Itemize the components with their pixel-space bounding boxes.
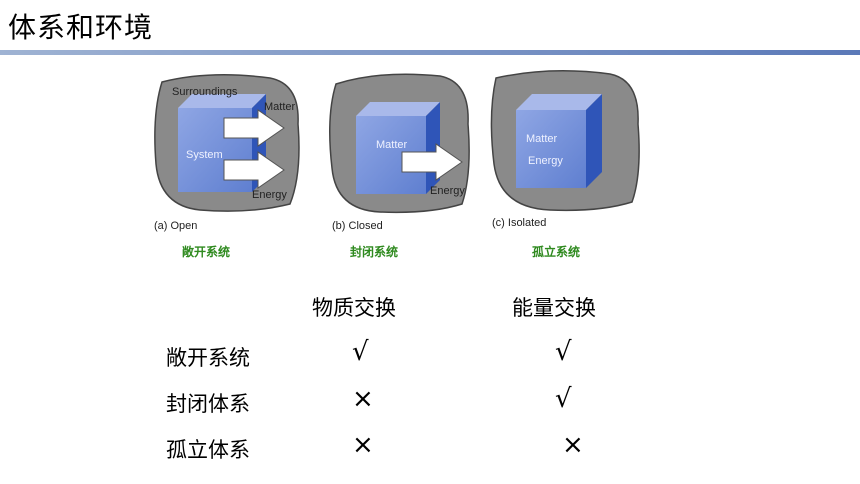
matter-mark-closed: × xyxy=(352,384,374,414)
cube-side xyxy=(586,94,602,188)
row-label-isolated: 孤立体系 xyxy=(166,438,250,462)
label-matter-open: Matter xyxy=(264,101,296,113)
energy-arrow xyxy=(401,143,463,181)
row-label-open: 敞开系统 xyxy=(166,346,250,370)
caption-cn-closed: 封闭系统 xyxy=(350,244,398,259)
energy-mark-open: √ xyxy=(555,337,572,367)
label-matter-closed: Matter xyxy=(376,139,408,151)
system-types-figure: Surroundings System Matter Energy (a) Op… xyxy=(154,70,640,259)
panel-isolated: Matter Energy (c) Isolated 孤立系统 xyxy=(490,70,640,259)
caption-isolated: (c) Isolated xyxy=(492,217,546,229)
title-divider xyxy=(0,50,860,55)
matter-mark-open: √ xyxy=(352,337,369,367)
panel-closed: Matter Energy (b) Closed 封闭系统 xyxy=(329,73,470,259)
label-matter-isolated: Matter xyxy=(526,133,558,145)
matter-arrow xyxy=(223,109,285,147)
label-energy-closed: Energy xyxy=(430,185,465,197)
label-system: System xyxy=(186,149,223,161)
cube-top xyxy=(178,94,266,108)
cube-top xyxy=(356,102,440,116)
panel-open: Surroundings System Matter Energy (a) Op… xyxy=(154,74,300,259)
caption-cn-isolated: 孤立系统 xyxy=(532,244,580,259)
col-header-matter: 物质交换 xyxy=(312,296,396,320)
row-label-closed: 封闭体系 xyxy=(166,392,250,416)
cube-front xyxy=(356,116,426,194)
label-surroundings: Surroundings xyxy=(172,86,238,98)
col-header-energy: 能量交换 xyxy=(512,296,596,320)
energy-arrow xyxy=(223,151,285,189)
energy-mark-isolated: × xyxy=(562,430,584,460)
cube-top xyxy=(516,94,602,110)
matter-mark-isolated: × xyxy=(352,430,374,460)
energy-mark-closed: √ xyxy=(555,384,572,414)
slide-title: 体系和环境 xyxy=(8,11,154,44)
cube-front xyxy=(516,110,586,188)
label-energy-open: Energy xyxy=(252,189,287,201)
caption-closed: (b) Closed xyxy=(332,220,383,232)
caption-open: (a) Open xyxy=(154,220,197,232)
caption-cn-open: 敞开系统 xyxy=(182,244,230,259)
label-energy-isolated: Energy xyxy=(528,155,563,167)
